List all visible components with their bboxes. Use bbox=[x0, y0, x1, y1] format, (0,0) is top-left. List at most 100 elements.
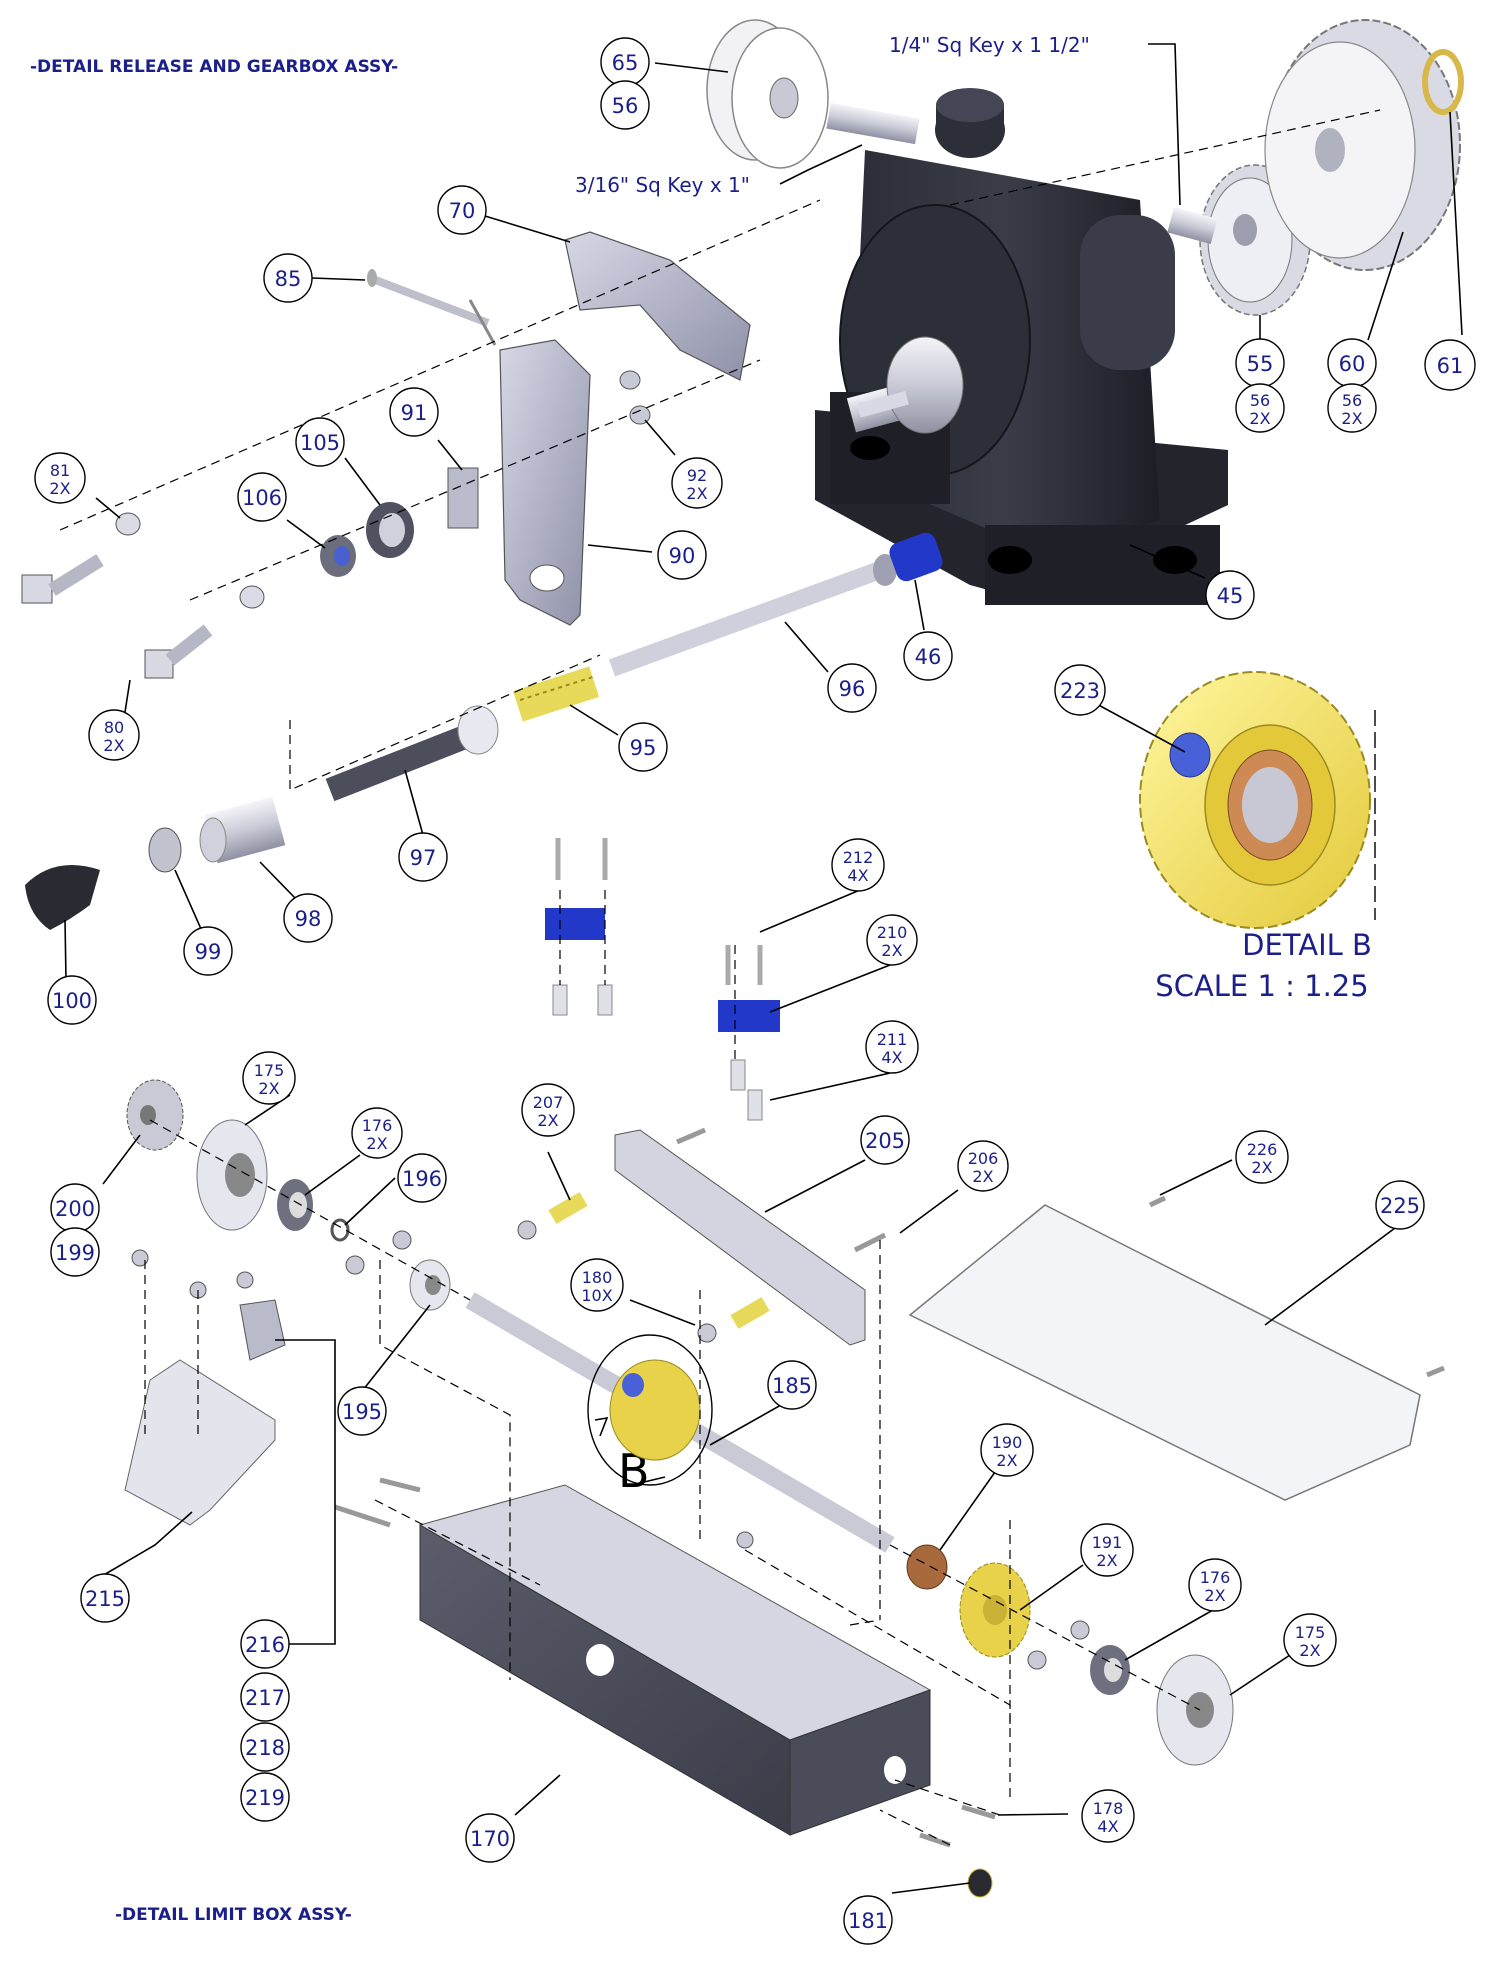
title-release-gearbox: -DETAIL RELEASE AND GEARBOX ASSY- bbox=[30, 57, 398, 77]
balloon-circle bbox=[263, 253, 313, 303]
rod-cap bbox=[889, 532, 943, 582]
balloon-number: 176 bbox=[1200, 1568, 1231, 1587]
title-limit-box: -DETAIL LIMIT BOX ASSY- bbox=[115, 1905, 352, 1925]
release-spring bbox=[513, 666, 599, 722]
balloon-90: 90 bbox=[657, 530, 707, 580]
drive-sprocket-200 bbox=[126, 1079, 184, 1151]
spring-180 bbox=[730, 1297, 770, 1329]
screw-206 bbox=[853, 1232, 887, 1253]
nut-216 bbox=[236, 1271, 254, 1289]
balloon-circle bbox=[465, 1813, 515, 1863]
balloon-number: 61 bbox=[1437, 354, 1464, 378]
balloon-circle bbox=[843, 1895, 893, 1945]
balloon-number: 56 bbox=[1342, 391, 1362, 410]
note-three-sixteenth-key: 3/16" Sq Key x 1" bbox=[575, 173, 750, 197]
balloon-quantity: 2X bbox=[103, 736, 124, 755]
screw-178a bbox=[961, 1804, 996, 1820]
balloon-circle bbox=[50, 1227, 100, 1277]
balloon-circle bbox=[1205, 570, 1255, 620]
snap-ring bbox=[1422, 49, 1464, 115]
balloon-circle bbox=[866, 914, 918, 966]
balloon-quantity: 2X bbox=[972, 1167, 993, 1186]
balloon-circle bbox=[1283, 1613, 1337, 1667]
balloon-circle bbox=[351, 1107, 403, 1159]
balloon-circle bbox=[671, 457, 723, 509]
balloon-185: 185 bbox=[767, 1360, 817, 1410]
balloon-number: 92 bbox=[687, 466, 707, 485]
balloon-number: 175 bbox=[254, 1061, 285, 1080]
nut-right bbox=[1070, 1620, 1090, 1640]
release-screw bbox=[325, 705, 499, 802]
nut-180 bbox=[697, 1323, 717, 1343]
balloon-number: 100 bbox=[52, 989, 92, 1013]
balloon-number: 180 bbox=[582, 1268, 613, 1287]
balloon-217: 217 bbox=[240, 1672, 290, 1722]
balloon-number: 105 bbox=[300, 431, 340, 455]
balloon-number: 196 bbox=[402, 1167, 442, 1191]
balloon-number: 199 bbox=[55, 1241, 95, 1265]
balloon-215: 215 bbox=[80, 1573, 130, 1623]
gearbox-input-shaft bbox=[826, 102, 920, 145]
jam-nut-190 bbox=[906, 1544, 948, 1590]
detail-b-title: DETAIL B bbox=[1242, 928, 1372, 962]
nut-207 bbox=[517, 1220, 537, 1240]
screw-box-b bbox=[379, 1477, 421, 1493]
balloon-circle bbox=[237, 472, 287, 522]
balloon-quantity: 2X bbox=[49, 479, 70, 498]
balloon-circle bbox=[88, 709, 140, 761]
balloon-number: 97 bbox=[410, 846, 437, 870]
balloon-circle bbox=[1188, 1558, 1242, 1612]
limit-cam-on-shaft bbox=[609, 1359, 701, 1461]
balloon-quantity: 2X bbox=[881, 941, 902, 960]
balloon-circle bbox=[242, 1051, 296, 1105]
limit-box-cover bbox=[908, 1204, 1421, 1501]
balloon-number: 95 bbox=[630, 736, 657, 760]
balloon-circle bbox=[1081, 1789, 1135, 1843]
balloon-number: 56 bbox=[1250, 391, 1270, 410]
detail-b-circle bbox=[587, 1334, 713, 1486]
parts-layer bbox=[21, 19, 1464, 1898]
balloon-circle bbox=[397, 1153, 447, 1203]
balloon-91: 91 bbox=[389, 387, 439, 437]
balloon-100: 100 bbox=[47, 975, 97, 1025]
detail-b-scale: SCALE 1 : 1.25 bbox=[1155, 969, 1368, 1003]
balloon-85: 85 bbox=[263, 253, 313, 303]
balloon-number: 45 bbox=[1217, 584, 1244, 608]
washer-81 bbox=[115, 512, 141, 536]
limit-box-170 bbox=[418, 1484, 932, 1836]
screw-178b bbox=[919, 1832, 951, 1848]
balloon-45: 45 bbox=[1205, 570, 1255, 620]
balloon-circle bbox=[240, 1619, 290, 1669]
grommet-181 bbox=[967, 1868, 993, 1898]
retaining-ring-196 bbox=[330, 1218, 350, 1242]
balloon-number: 211 bbox=[877, 1030, 908, 1049]
spacer-98 bbox=[199, 796, 286, 864]
balloon-number: 218 bbox=[245, 1736, 285, 1760]
bolt-81 bbox=[21, 554, 104, 604]
nut-small bbox=[392, 1230, 412, 1250]
balloon-number: 99 bbox=[195, 940, 222, 964]
large-sprocket bbox=[1264, 19, 1461, 271]
balloon-205: 205 bbox=[860, 1115, 910, 1165]
release-rod bbox=[608, 554, 897, 677]
balloon-quantity: 2X bbox=[1249, 409, 1270, 428]
balloon-number: 65 bbox=[612, 51, 639, 75]
clevis-pin bbox=[367, 269, 497, 346]
switch-actuator bbox=[447, 467, 479, 529]
balloon-circle bbox=[183, 926, 233, 976]
nut-92a bbox=[619, 370, 641, 390]
balloon-199: 199 bbox=[50, 1227, 100, 1277]
balloon-number: 46 bbox=[915, 645, 942, 669]
balloon-circle bbox=[80, 1573, 130, 1623]
balloon-number: 226 bbox=[1247, 1140, 1278, 1159]
balloon-number: 195 bbox=[342, 1400, 382, 1424]
